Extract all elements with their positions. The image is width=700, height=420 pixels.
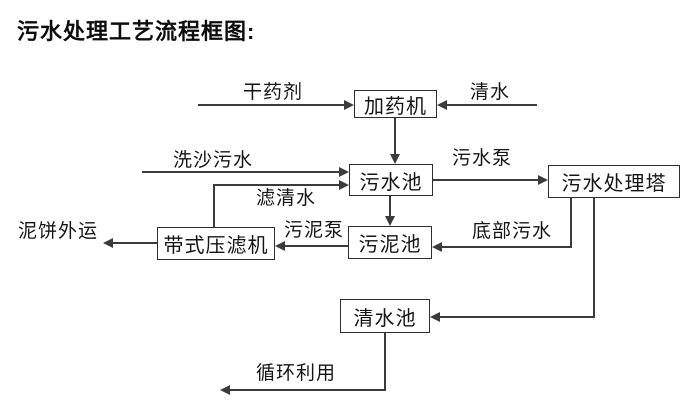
node-sewage-pool: 污水池 bbox=[349, 164, 433, 196]
label-recycling: 循环利用 bbox=[256, 363, 337, 384]
label-sewage-pump: 污水泵 bbox=[452, 148, 513, 169]
flow-line-sewage-to-sludge bbox=[389, 196, 391, 216]
arrowhead-left-icon bbox=[220, 385, 230, 395]
flow-line-to-clean-pool bbox=[440, 316, 595, 318]
arrowhead-right-icon bbox=[339, 167, 349, 177]
arrowhead-right-icon bbox=[538, 175, 548, 185]
node-belt-filter-press: 带式压滤机 bbox=[157, 227, 275, 260]
node-treatment-tower-label: 污水处理塔 bbox=[561, 173, 667, 195]
node-sludge-pool: 污泥池 bbox=[348, 226, 432, 259]
flow-line-mud-cake bbox=[113, 242, 157, 244]
node-sewage-pool-label: 污水池 bbox=[359, 171, 423, 194]
node-treatment-tower: 污水处理塔 bbox=[548, 165, 680, 198]
diagram-title: 污水处理工艺流程框图: bbox=[17, 19, 256, 44]
flow-line-sand-washing bbox=[142, 171, 339, 173]
node-dosing-machine: 加药机 bbox=[354, 90, 437, 118]
node-dosing-machine-label: 加药机 bbox=[364, 95, 427, 118]
label-dry-agent: 干药剂 bbox=[243, 82, 304, 103]
arrowhead-left-icon bbox=[437, 100, 447, 110]
flow-line-clean-water bbox=[447, 104, 537, 106]
arrowhead-left-icon bbox=[432, 242, 442, 252]
flow-line-recycling bbox=[230, 389, 386, 391]
arrowhead-right-icon bbox=[344, 100, 354, 110]
label-filtered-water: 滤清水 bbox=[256, 188, 317, 209]
flow-line-tower-drop-2 bbox=[593, 198, 595, 318]
flow-line-sewage-pump bbox=[433, 179, 538, 181]
node-clean-water-pool-label: 清水池 bbox=[353, 307, 417, 330]
label-sand-washing-sewage: 洗沙污水 bbox=[173, 150, 254, 171]
flow-line-dry-agent bbox=[198, 104, 344, 106]
label-bottom-sewage: 底部污水 bbox=[472, 221, 553, 242]
flow-line-filtered-water-riser bbox=[213, 184, 215, 227]
arrowhead-left-icon bbox=[275, 241, 285, 251]
label-clean-water: 清水 bbox=[470, 82, 511, 103]
flow-line-filtered-water bbox=[213, 184, 339, 186]
node-clean-water-pool: 清水池 bbox=[340, 299, 430, 333]
node-belt-filter-press-label: 带式压滤机 bbox=[163, 235, 269, 257]
arrowhead-right-icon bbox=[339, 180, 349, 190]
arrowhead-left-icon bbox=[430, 312, 440, 322]
flow-line-clean-pool-drop bbox=[384, 333, 386, 391]
label-mud-cake-outbound: 泥饼外运 bbox=[18, 221, 99, 242]
flow-line-dosing-to-sewage bbox=[394, 118, 396, 154]
flow-line-sludge-pump bbox=[285, 245, 348, 247]
arrowhead-left-icon bbox=[103, 238, 113, 248]
label-sludge-pump: 污泥泵 bbox=[284, 220, 345, 241]
flow-line-bottom-sewage bbox=[442, 246, 572, 248]
arrowhead-down-icon bbox=[390, 154, 400, 164]
arrowhead-down-icon bbox=[385, 216, 395, 226]
flow-line-tower-drop-1 bbox=[570, 198, 572, 248]
node-sludge-pool-label: 污泥池 bbox=[358, 234, 422, 256]
